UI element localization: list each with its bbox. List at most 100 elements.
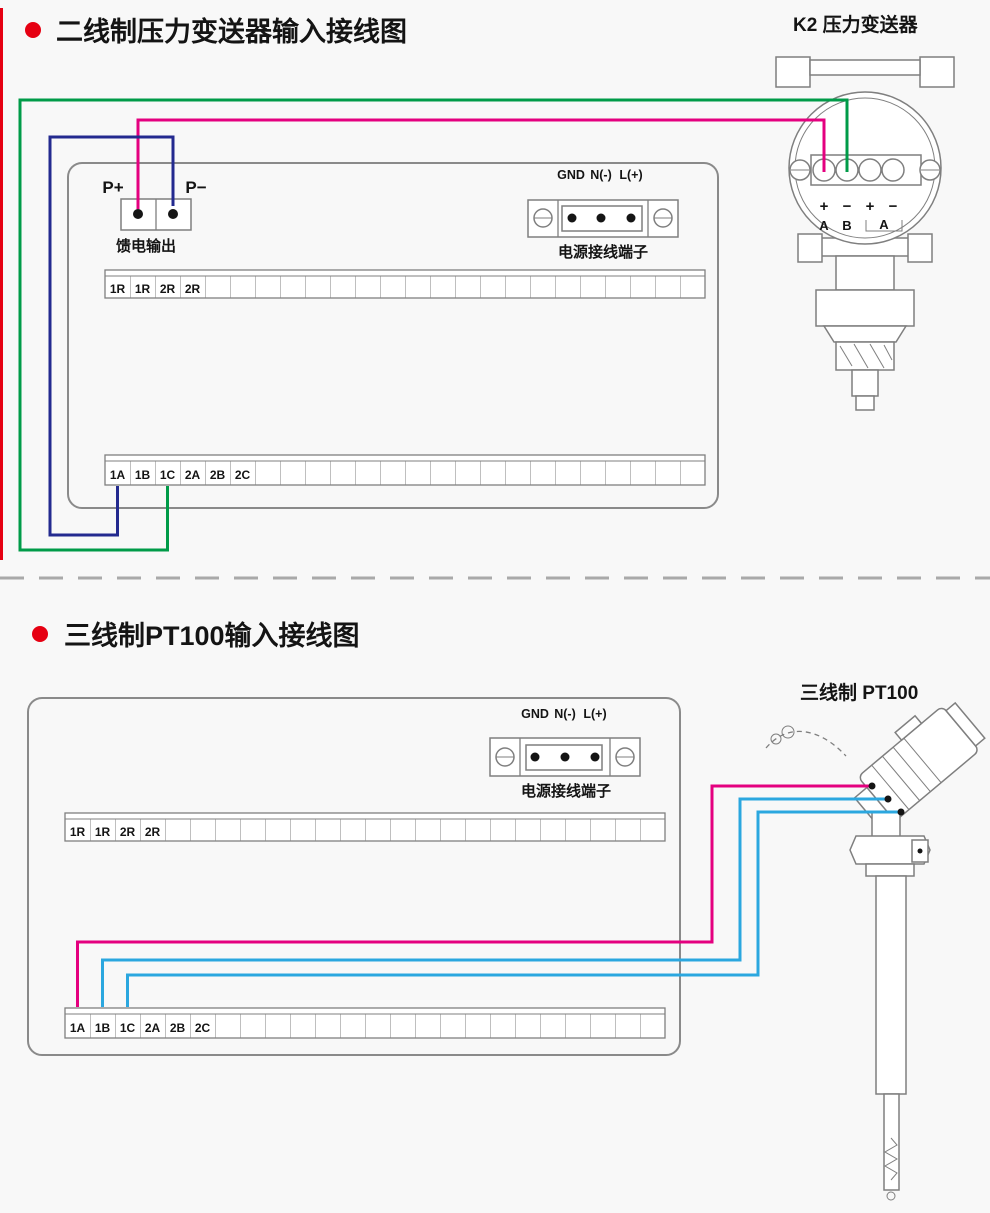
feed-output-label: 馈电输出 <box>115 237 176 255</box>
power-label-n: N(-) <box>554 707 576 721</box>
strip-cell-label: 2A <box>185 468 201 482</box>
strip-cells <box>65 1014 665 1038</box>
strip-cell-label: 2C <box>195 1021 211 1035</box>
strip-cell-label: 2R <box>160 282 176 296</box>
wires-three-wire <box>76 782 905 1007</box>
collar <box>865 863 915 877</box>
probe-tip-tube <box>883 1093 900 1191</box>
wire-navy <box>48 135 175 537</box>
power-label-gnd: GND <box>557 168 585 182</box>
polarity-label: + <box>866 198 875 215</box>
section-three-wire-pt100: 三线制PT100输入接线图 三线制 PT100 GND N(-) L(+) <box>27 620 986 1201</box>
strip-cell-label: 1R <box>110 282 126 296</box>
transmitter-device-label: K2 压力变送器 <box>793 13 919 36</box>
transmitter-thread <box>835 341 895 371</box>
strip-cells <box>105 276 705 298</box>
power-terminal-dot <box>567 213 577 223</box>
power-label-gnd: GND <box>521 707 549 721</box>
sensor-terminal-dot <box>897 808 905 816</box>
bracket-right <box>907 233 933 263</box>
terminal-screw <box>881 158 905 182</box>
power-terminal-caption: 电源接线端子 <box>558 243 648 261</box>
power-terminal-dot <box>560 752 570 762</box>
wire-green <box>18 98 849 552</box>
power-terminal-dot <box>590 752 600 762</box>
terminal-strip-top: 1R 1R 2R 2R <box>64 812 666 842</box>
wire-blue <box>126 810 901 1007</box>
terminal-screw <box>858 158 882 182</box>
power-label-l: L(+) <box>583 707 606 721</box>
thread-hatch <box>869 343 885 369</box>
strip-cell-label: 1R <box>135 282 151 296</box>
terminal-letter: B <box>842 218 851 233</box>
head-rib <box>882 755 921 801</box>
wires-two-wire <box>18 98 849 552</box>
strip-cell-label: 1A <box>110 468 126 482</box>
strip-cell-label: 1B <box>135 468 151 482</box>
probe-sheath <box>875 875 907 1095</box>
strip-cell-label: 1C <box>120 1021 136 1035</box>
side-plate-screw <box>917 848 923 854</box>
head-rib <box>903 737 942 783</box>
strip-cell-label: 1R <box>95 825 111 839</box>
power-label-l: L(+) <box>619 168 642 182</box>
strip-cell-label: 2R <box>145 825 161 839</box>
probe-tip-loop <box>886 1191 896 1201</box>
flange-bar <box>809 59 921 76</box>
pressure-transmitter-drawing: + − + − A B A <box>775 56 955 411</box>
strip-cell-label: 2C <box>235 468 251 482</box>
sensor-cable-dashed <box>765 730 847 757</box>
pt100-device-label: 三线制 PT100 <box>800 681 918 704</box>
bullet-icon <box>25 22 41 38</box>
bullet-icon <box>32 626 48 642</box>
polarity-label: − <box>889 198 898 215</box>
sensor-terminal-dot <box>884 795 892 803</box>
power-label-n: N(-) <box>590 168 612 182</box>
power-terminal-caption: 电源接线端子 <box>521 782 611 800</box>
head-rib <box>871 764 910 810</box>
strip-cell-label: 1A <box>70 1021 86 1035</box>
p-minus-label: P− <box>185 178 206 197</box>
polarity-label: − <box>843 198 852 215</box>
cable-coil <box>770 733 782 745</box>
strip-cell-label: 2B <box>170 1021 186 1035</box>
terminal-strip-bottom: 1A 1B 1C 2A 2B 2C <box>64 1007 666 1039</box>
terminal-strip-bottom: 1A 1B 1C 2A 2B 2C <box>104 454 706 486</box>
strip-cell-label: 2A <box>145 1021 161 1035</box>
strip-cells <box>105 461 705 485</box>
power-terminal-dot <box>626 213 636 223</box>
sensor-connection-head <box>853 701 986 824</box>
thread-hatch <box>839 345 853 367</box>
bracket-left <box>797 233 823 263</box>
cable-coil <box>781 725 795 739</box>
power-terminal-block: GND N(-) L(+) 电源接线端子 <box>489 707 641 800</box>
transmitter-body <box>815 289 915 327</box>
head-to-hex-connector <box>871 811 901 839</box>
flange-tab <box>919 56 955 88</box>
feed-terminal-dot <box>168 209 178 219</box>
hex-nut <box>849 835 931 865</box>
feed-terminal-dot <box>133 209 143 219</box>
strip-cell-label: 1C <box>160 468 176 482</box>
terminal-strip-top: 1R 1R 2R 2R <box>104 269 706 299</box>
head-cap <box>944 701 986 747</box>
wire-magenta <box>76 784 872 1007</box>
terminal-letter: A <box>879 217 889 232</box>
feed-output-terminal-block <box>120 198 192 231</box>
strip-cell-label: 2R <box>120 825 136 839</box>
thread-hatch <box>853 343 869 369</box>
polarity-label: + <box>820 198 829 215</box>
flange-tab <box>775 56 811 88</box>
section1-title: 二线制压力变送器输入接线图 <box>56 16 407 47</box>
resistor-element-zigzag <box>884 1137 898 1181</box>
head-cover-screw <box>894 714 923 742</box>
panel-outline <box>27 697 681 1056</box>
panel-outline <box>67 162 719 509</box>
sensor-terminal-dot <box>868 782 876 790</box>
controller-panel-top: P+ P− 馈电输出 GND N(-) L(+) <box>67 162 719 509</box>
left-edge-accent <box>0 8 3 560</box>
power-terminal-block: GND N(-) L(+) 电源接线端子 <box>527 168 679 261</box>
head-rib <box>892 746 931 792</box>
section2-title: 三线制PT100输入接线图 <box>64 620 360 651</box>
